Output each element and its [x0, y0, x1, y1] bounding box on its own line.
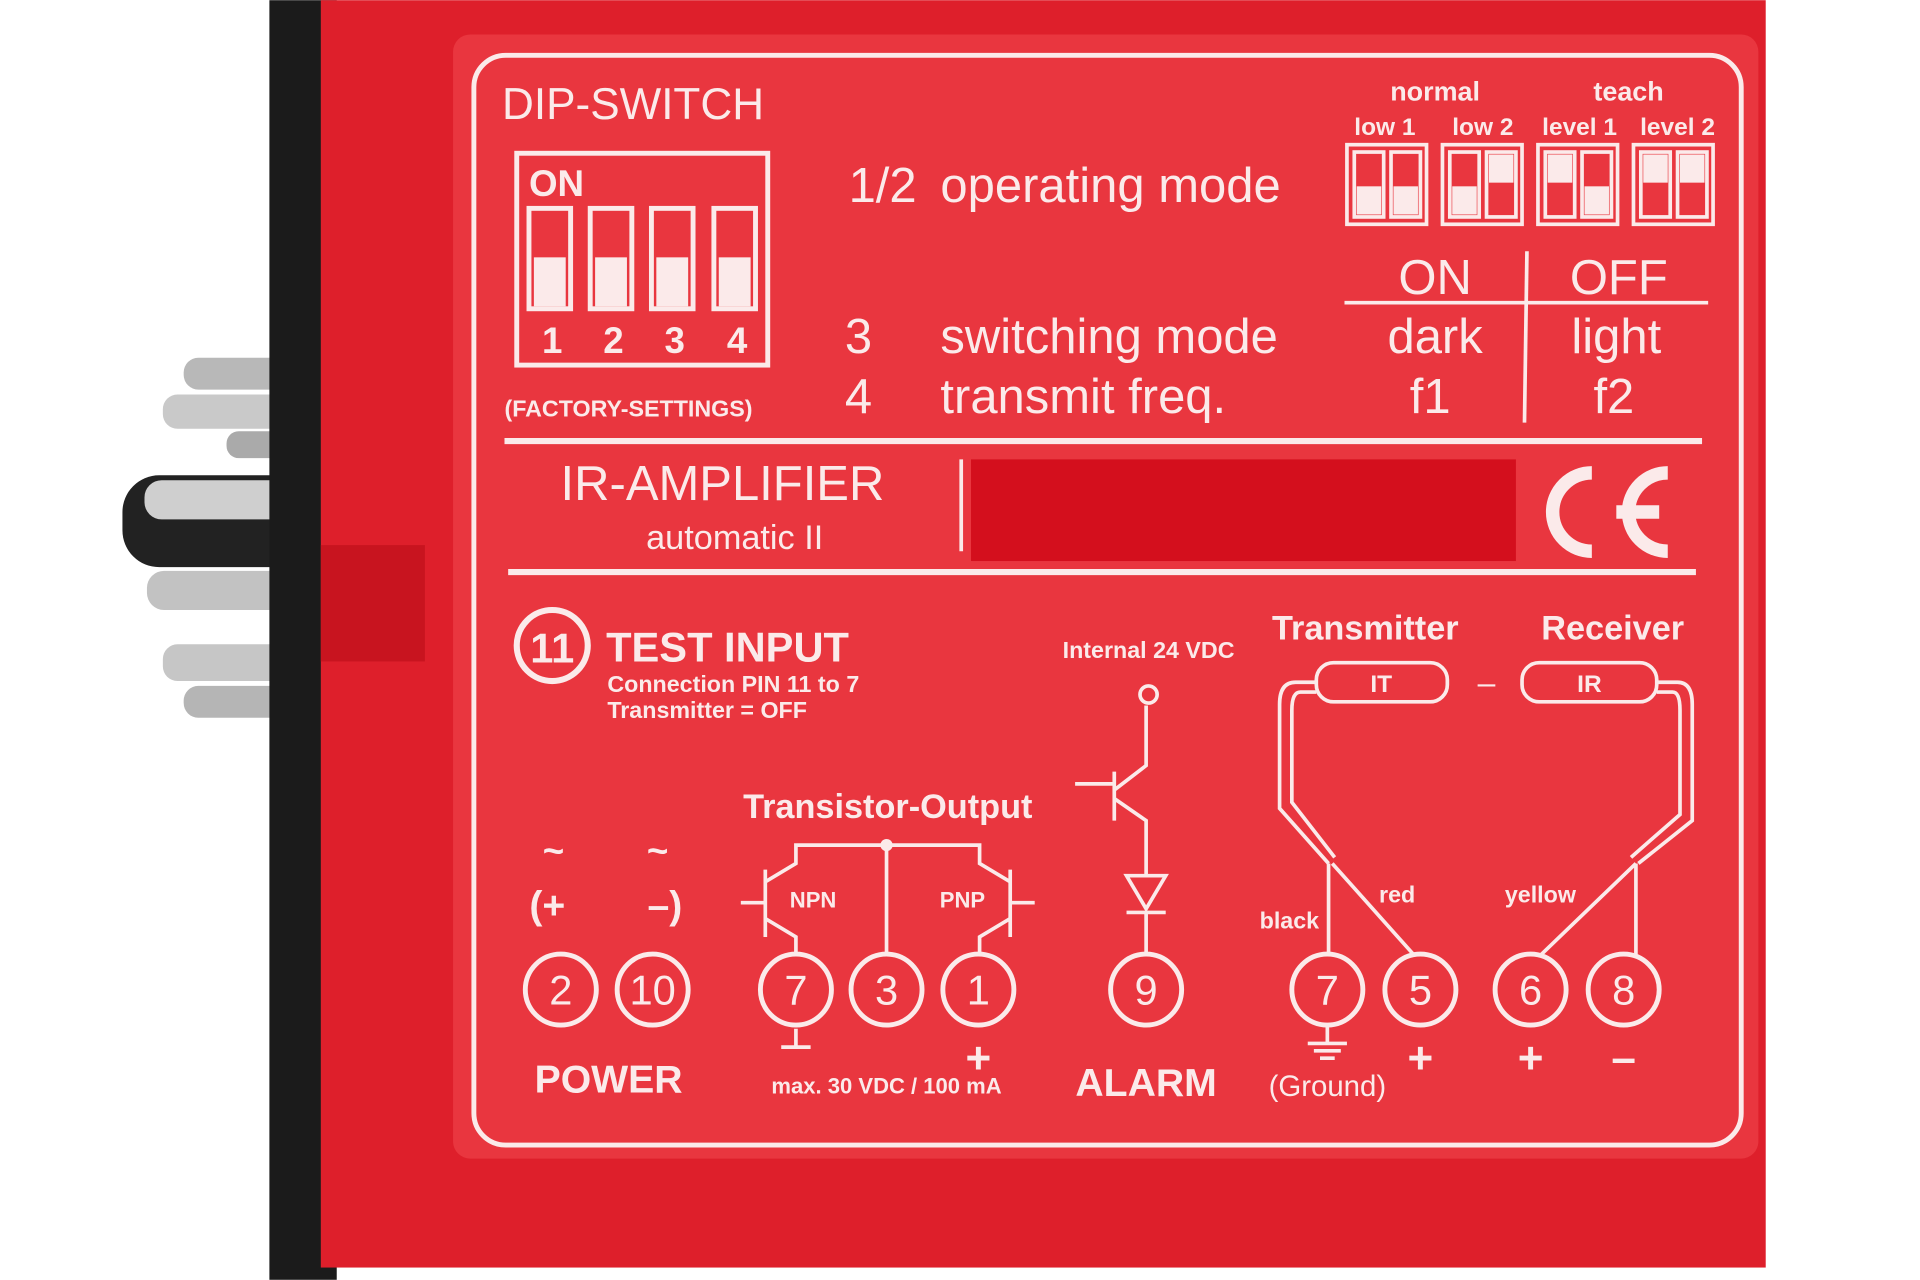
- output-rating: max. 30 VDC / 100 mA: [771, 1074, 1001, 1099]
- pin-9: 9: [1135, 966, 1158, 1013]
- pin-1-plus: +: [965, 1034, 991, 1083]
- internal-voltage: Internal 24 VDC: [1063, 637, 1235, 663]
- option-low1: low 1: [1354, 114, 1415, 141]
- ac-tilde-1: ~: [543, 830, 564, 871]
- col-on: ON: [1398, 251, 1471, 305]
- row4-label: transmit freq.: [940, 370, 1226, 424]
- row3-off: light: [1571, 310, 1661, 364]
- table-divider-vertical: [1522, 251, 1529, 423]
- receiver-code: IR: [1577, 671, 1602, 698]
- dip-switch-block: [514, 150, 771, 368]
- transistor-output-title: Transistor-Output: [743, 788, 1032, 826]
- receiver-label: Receiver: [1541, 609, 1684, 647]
- factory-settings: (FACTORY-SETTINGS): [504, 396, 752, 422]
- test-pin-number: 11: [530, 625, 574, 672]
- pin-1: 1: [967, 966, 990, 1013]
- row4-on: f1: [1410, 370, 1451, 424]
- row4-num: 4: [845, 370, 872, 424]
- dip-number-3: 3: [664, 320, 684, 361]
- test-input-title: TEST INPUT: [606, 623, 849, 670]
- col-off: OFF: [1570, 251, 1668, 305]
- link-dash: –: [1478, 664, 1496, 700]
- power-plus: (+: [529, 885, 565, 928]
- pin-8-minus: –: [1611, 1034, 1636, 1083]
- npn-label: NPN: [790, 888, 837, 913]
- transistor-diagram: [740, 705, 1169, 1049]
- power-minus: –): [647, 885, 682, 928]
- body-notch: [320, 545, 425, 662]
- row12-num: 1/2: [849, 159, 917, 213]
- ground-icon: [1307, 1026, 1347, 1060]
- ac-tilde-2: ~: [647, 830, 668, 871]
- alarm-label: ALARM: [1075, 1062, 1216, 1105]
- pin-8: 8: [1612, 966, 1635, 1013]
- group-teach: teach: [1593, 77, 1663, 107]
- product-variant: automatic II: [646, 519, 823, 557]
- test-input-line1: Connection PIN 11 to 7: [607, 671, 859, 697]
- dip-number-4: 4: [727, 320, 748, 361]
- dip-title: DIP-SWITCH: [502, 80, 764, 129]
- wire-yellow: yellow: [1505, 882, 1577, 908]
- product-name: IR-AMPLIFIER: [561, 457, 885, 511]
- dip-switches: [526, 205, 758, 312]
- option-level2: level 2: [1640, 114, 1715, 141]
- dip-on-label: ON: [529, 163, 584, 204]
- pin-circles: [522, 951, 1662, 1028]
- wire-black: black: [1260, 907, 1320, 933]
- option-level1: level 1: [1542, 114, 1617, 141]
- option-low2: low 2: [1452, 114, 1513, 141]
- sensor-cables: [1277, 680, 1695, 957]
- test-input-line2: Transmitter = OFF: [607, 697, 807, 723]
- ce-mark-icon: [1545, 466, 1669, 558]
- pin-3: 3: [875, 966, 898, 1013]
- pin-6-plus: +: [1518, 1034, 1544, 1083]
- row4-off: f2: [1593, 370, 1634, 424]
- pin-6: 6: [1519, 966, 1542, 1013]
- row3-label: switching mode: [940, 310, 1278, 364]
- transmitter-code: IT: [1370, 671, 1392, 698]
- label-border: [471, 52, 1744, 1148]
- dip-number-1: 1: [542, 320, 562, 361]
- pin-5: 5: [1409, 966, 1432, 1013]
- row3-num: 3: [845, 310, 872, 364]
- pnp-label: PNP: [940, 888, 985, 913]
- pin-2: 2: [549, 966, 572, 1013]
- pin-7-output: 7: [784, 966, 807, 1013]
- label-sticker: [453, 34, 1759, 1159]
- mode-switch-icons: [1345, 142, 1715, 227]
- group-normal: normal: [1390, 77, 1480, 107]
- wire-red: red: [1379, 882, 1415, 908]
- transmitter-label: Transmitter: [1272, 609, 1459, 647]
- pin-10: 10: [629, 966, 675, 1013]
- pin-5-plus: +: [1408, 1034, 1434, 1083]
- serial-window: [971, 459, 1516, 562]
- pin-7-ground: 7: [1316, 966, 1339, 1013]
- row12-label: operating mode: [940, 159, 1280, 213]
- junction-dot: [880, 838, 893, 852]
- ground-label: (Ground): [1269, 1070, 1387, 1103]
- terminal-dot: [1138, 684, 1159, 705]
- test-pin-circle: [513, 606, 591, 685]
- dip-number-2: 2: [603, 320, 623, 361]
- row3-on: dark: [1387, 310, 1483, 364]
- power-label: POWER: [535, 1058, 683, 1101]
